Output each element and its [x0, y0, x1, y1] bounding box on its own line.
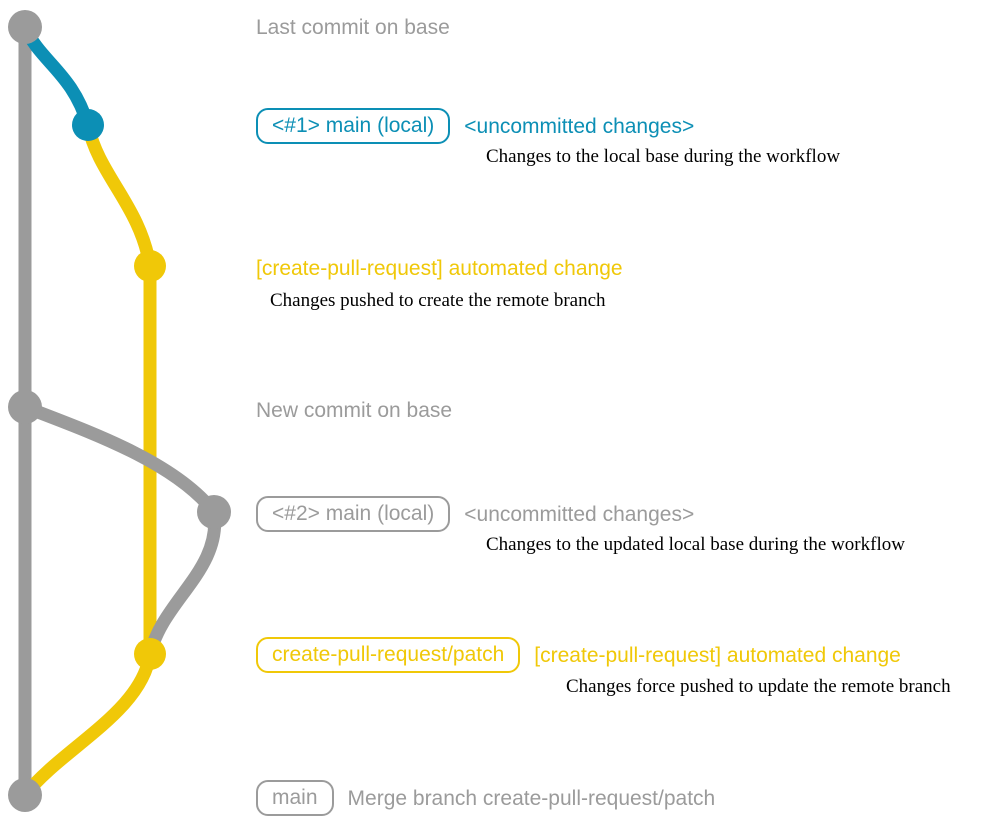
node-local-1[interactable] — [72, 109, 104, 141]
branch-pill-create-pull-request-patch[interactable]: create-pull-request/patch — [256, 637, 521, 673]
branch-pill-main-local-2[interactable]: <#2> main (local) — [256, 496, 451, 532]
commit-description-automated-1: Changes pushed to create the remote bran… — [270, 290, 606, 311]
row-last-commit-on-base: Last commit on base — [256, 13, 450, 41]
row-local-commit-1: <#1> main (local) <uncommitted changes> — [256, 108, 695, 144]
row-new-commit-on-base: New commit on base — [256, 396, 452, 424]
branch-pill-main[interactable]: main — [256, 780, 334, 816]
edge-local1-to-automated1 — [81, 118, 157, 273]
edge-base-to-local1 — [18, 20, 95, 132]
edge-newbase-to-local2 — [18, 400, 221, 519]
commit-subject-automated-1: [create-pull-request] automated change — [256, 256, 623, 280]
git-graph — [8, 10, 231, 812]
edge-automated2-to-merge — [18, 647, 157, 802]
row-automated-change-1: [create-pull-request] automated change — [256, 255, 623, 281]
commit-subject-local-1: <uncommitted changes> — [464, 114, 695, 138]
node-base-last[interactable] — [8, 10, 42, 44]
commit-subject-automated-2: [create-pull-request] automated change — [534, 643, 901, 667]
node-automated-1[interactable] — [134, 250, 166, 282]
node-base-new[interactable] — [8, 390, 42, 424]
branch-pill-main-local-1[interactable]: <#1> main (local) — [256, 108, 451, 144]
commit-subject-merge: Merge branch create-pull-request/patch — [347, 786, 716, 810]
commit-subject-new-commit-on-base: New commit on base — [256, 398, 453, 422]
commit-subject-local-2: <uncommitted changes> — [464, 502, 695, 526]
node-automated-2[interactable] — [134, 638, 166, 670]
commit-description-local-1: Changes to the local base during the wor… — [486, 146, 841, 167]
node-merge[interactable] — [8, 778, 42, 812]
edge-local2-to-automated2 — [143, 505, 222, 661]
commit-subject-last-commit-on-base: Last commit on base — [256, 15, 450, 39]
row-local-commit-2: <#2> main (local) <uncommitted changes> — [256, 496, 695, 532]
node-local-2[interactable] — [197, 495, 231, 529]
row-automated-change-2: create-pull-request/patch [create-pull-r… — [256, 637, 901, 673]
commit-description-automated-2: Changes force pushed to update the remot… — [566, 676, 951, 697]
commit-description-local-2: Changes to the updated local base during… — [486, 534, 905, 555]
row-merge-commit: main Merge branch create-pull-request/pa… — [256, 780, 716, 816]
